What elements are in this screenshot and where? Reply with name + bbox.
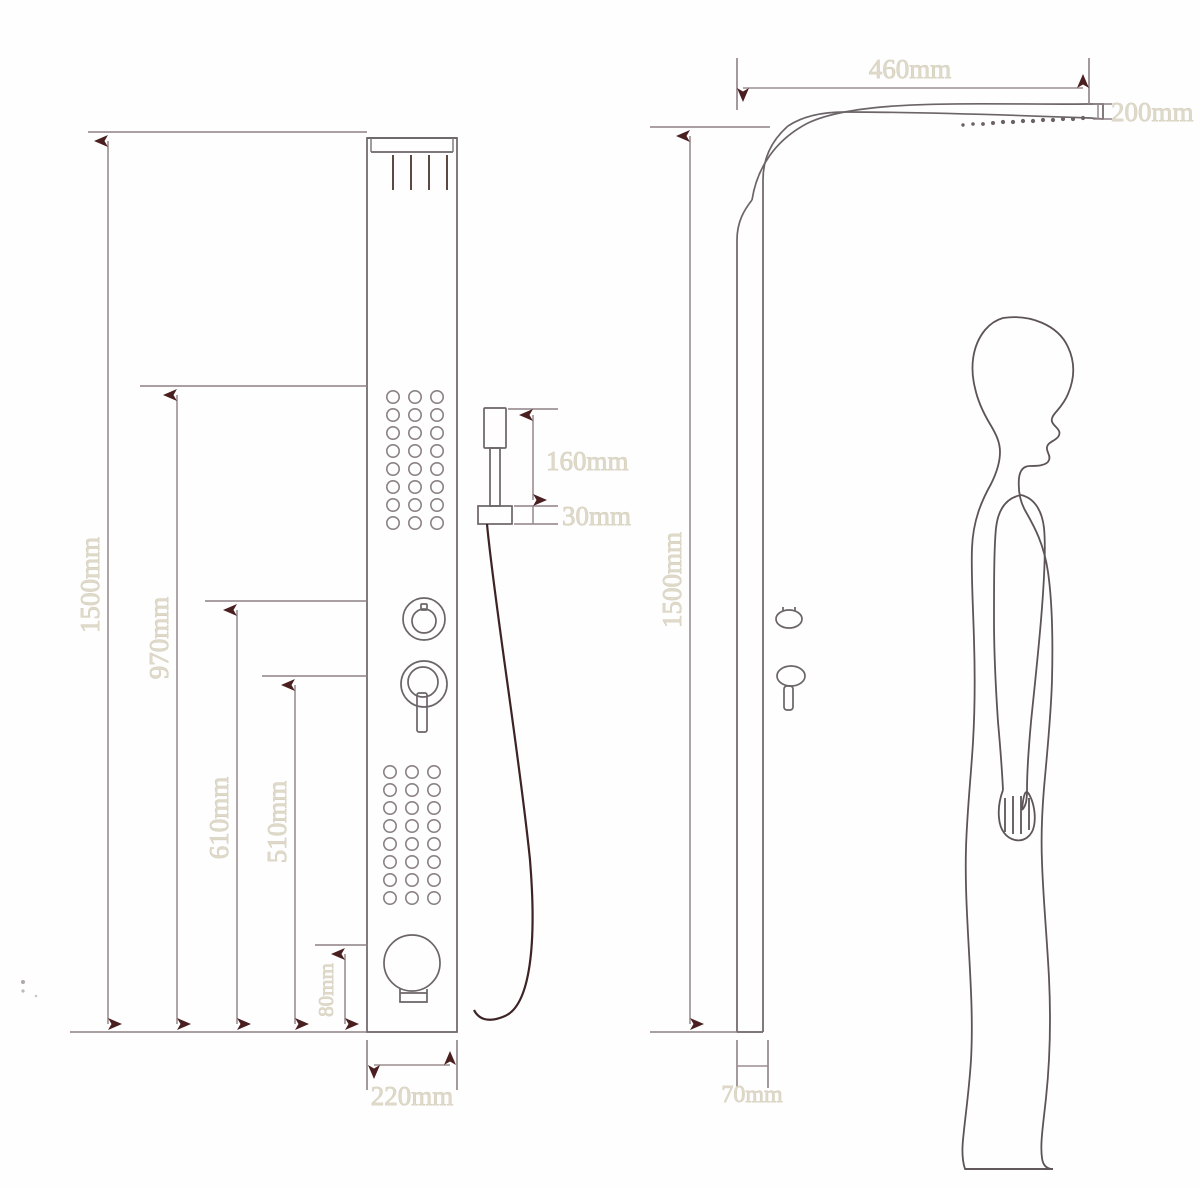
jet-nozzle — [385, 479, 400, 494]
jet-nozzle — [429, 461, 444, 476]
jet-nozzle — [385, 407, 400, 422]
handheld-bracket — [477, 505, 513, 525]
jet-nozzle — [426, 764, 441, 779]
jet-nozzle — [407, 389, 422, 404]
dim-label-610: 610mm — [204, 777, 234, 860]
upper-jet-array — [385, 389, 444, 530]
arm-back-contour — [993, 494, 1022, 791]
scan-artifact — [21, 980, 38, 998]
jet-nozzle — [385, 389, 400, 404]
dim-label-510: 510mm — [262, 781, 292, 864]
dim-label-1500: 1500mm — [75, 537, 105, 633]
upper-control-knob[interactable] — [402, 597, 446, 641]
dim-label-160: 160mm — [546, 446, 629, 476]
dim-label-220: 220mm — [371, 1081, 454, 1111]
jet-nozzle — [407, 443, 422, 458]
jet-nozzle — [382, 782, 397, 797]
jet-nozzle — [429, 407, 444, 422]
jet-nozzle — [407, 425, 422, 440]
jet-nozzle — [426, 872, 441, 887]
human-silhouette — [961, 316, 1075, 1170]
jet-nozzle — [426, 836, 441, 851]
handheld-handle — [489, 447, 501, 507]
jet-nozzle — [382, 854, 397, 869]
jet-nozzle — [407, 515, 422, 530]
dim-label-970: 970mm — [144, 597, 174, 680]
jet-nozzle — [407, 497, 422, 512]
side-back-edge — [762, 125, 789, 1032]
dim-label-70: 70mm — [721, 1082, 783, 1108]
rainfall-head-streams — [392, 155, 448, 190]
jet-nozzle — [404, 890, 419, 905]
hand-outline — [997, 789, 1036, 842]
lower-control-lever[interactable] — [400, 660, 448, 733]
side-view-panel — [736, 102, 1104, 1033]
panel-head-sides — [370, 138, 454, 152]
rain-head-nozzles — [961, 115, 1086, 127]
jet-nozzle — [385, 443, 400, 458]
rain-head-tip — [1087, 103, 1104, 120]
lower-jet-array — [382, 764, 441, 905]
jet-nozzle — [404, 800, 419, 815]
jet-nozzle — [382, 872, 397, 887]
jet-nozzle — [404, 782, 419, 797]
dim-label-200: 200mm — [1111, 97, 1194, 127]
handheld-shower-assembly — [473, 407, 534, 1021]
body-outline — [961, 316, 1075, 1170]
jet-nozzle — [404, 818, 419, 833]
jet-nozzle — [426, 782, 441, 797]
side-front-edge — [736, 199, 753, 1032]
jet-nozzle — [385, 497, 400, 512]
arm-front-contour — [1020, 494, 1046, 811]
jet-nozzle — [429, 497, 444, 512]
side-dimension-set: 1500mm 460mm 200mm 70mm — [650, 54, 1194, 1108]
shower-arm-lower — [787, 111, 1091, 127]
jet-nozzle — [382, 836, 397, 851]
jet-nozzle — [382, 818, 397, 833]
jet-nozzle — [429, 479, 444, 494]
jet-nozzle — [404, 764, 419, 779]
jet-nozzle — [385, 515, 400, 530]
dim-label-1500-side: 1500mm — [657, 532, 687, 628]
front-view-panel — [366, 137, 458, 1033]
handheld-head — [483, 407, 507, 449]
jet-nozzle — [426, 800, 441, 815]
tub-spout — [383, 934, 441, 1003]
jet-nozzle — [382, 764, 397, 779]
jet-nozzle — [426, 818, 441, 833]
jet-nozzle — [407, 479, 422, 494]
handheld-dimension-set: 160mm 30mm — [508, 408, 631, 531]
jet-nozzle — [404, 872, 419, 887]
jet-nozzle — [385, 461, 400, 476]
dim-label-30: 30mm — [562, 501, 631, 531]
jet-nozzle — [429, 443, 444, 458]
hand-fingers — [1004, 796, 1030, 834]
jet-nozzle — [404, 836, 419, 851]
shower-arm-upper — [751, 102, 1088, 201]
shower-hose — [473, 523, 534, 1021]
jet-nozzle — [426, 854, 441, 869]
side-control-knob[interactable] — [775, 607, 803, 629]
jet-nozzle — [382, 890, 397, 905]
jet-nozzle — [429, 425, 444, 440]
side-lever-knob[interactable] — [776, 665, 806, 711]
front-dimension-set: 1500mm 970mm 610mm 510mm 80mm 220mm — [70, 131, 458, 1111]
jet-nozzle — [385, 425, 400, 440]
jet-nozzle — [429, 515, 444, 530]
dim-label-80: 80mm — [314, 963, 338, 1017]
jet-nozzle — [407, 461, 422, 476]
panel-body-outline — [366, 137, 458, 1033]
jet-nozzle — [404, 854, 419, 869]
jet-nozzle — [407, 407, 422, 422]
dim-label-460: 460mm — [869, 54, 952, 84]
jet-nozzle — [429, 389, 444, 404]
jet-nozzle — [426, 890, 441, 905]
jet-nozzle — [382, 800, 397, 815]
